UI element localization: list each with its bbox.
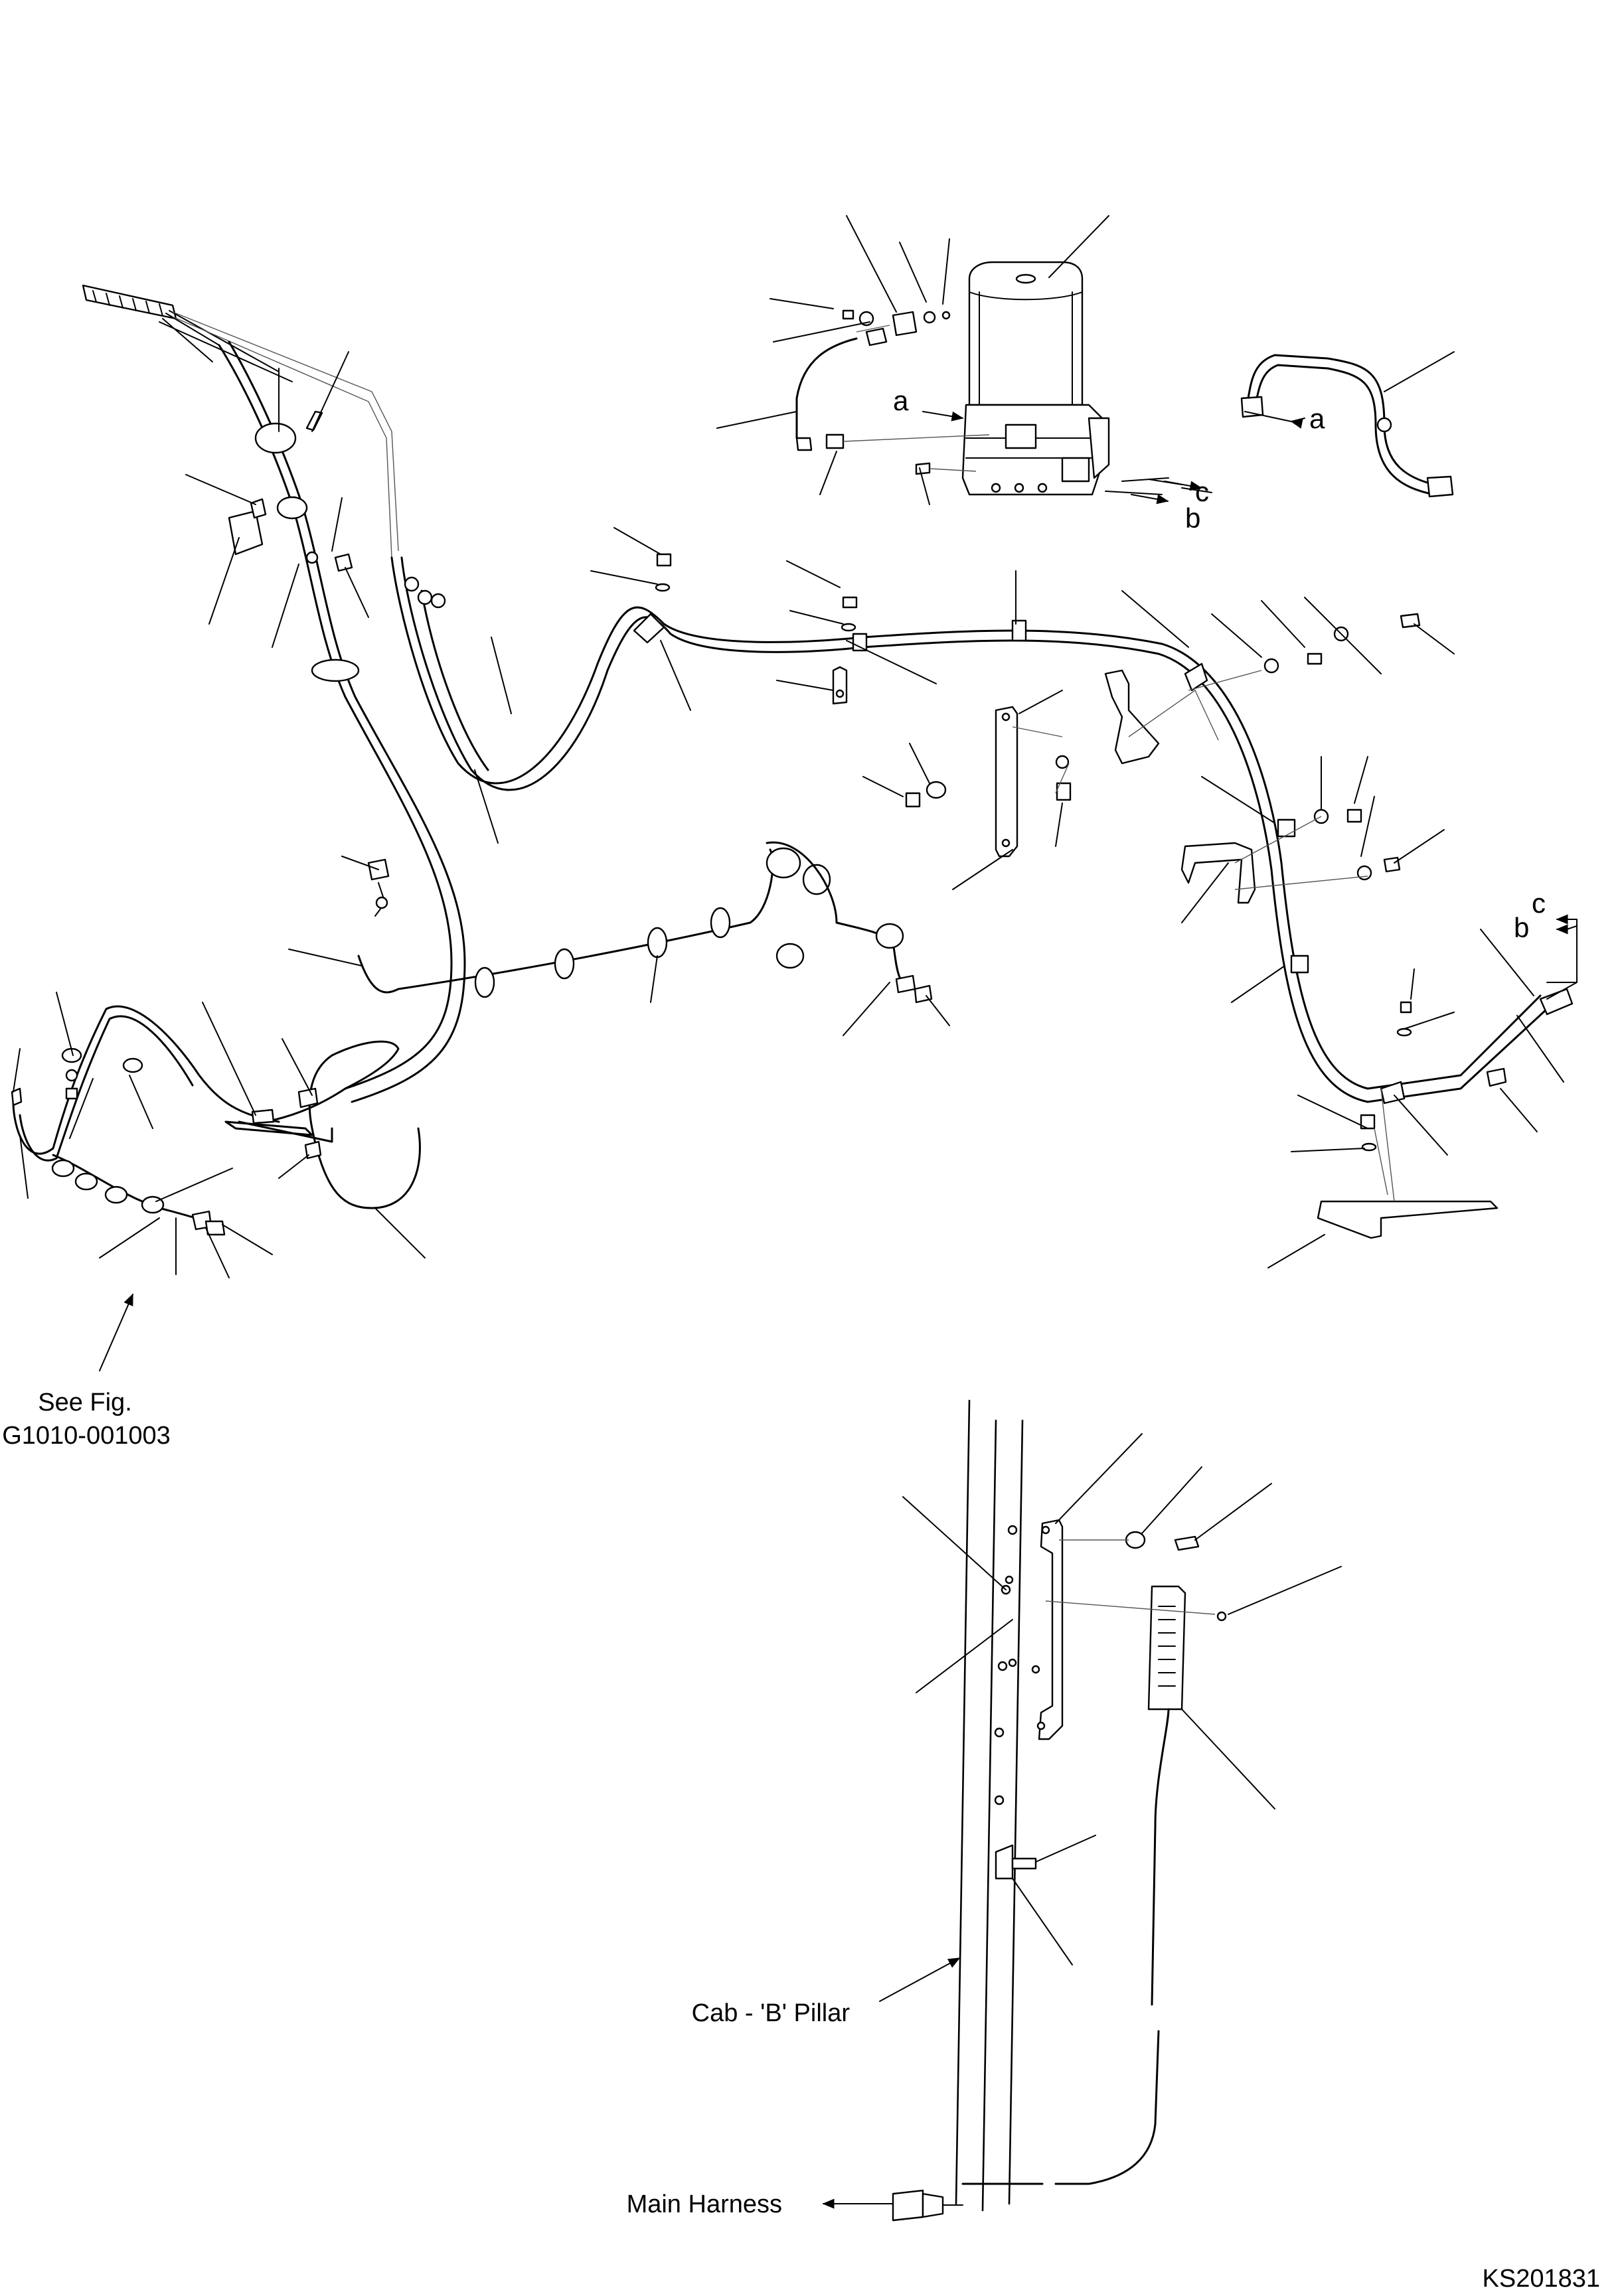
callout-letters: a a c b c b xyxy=(893,385,1546,943)
letter-c-solenoid: c xyxy=(1195,476,1209,507)
letter-b-solenoid: b xyxy=(1185,502,1200,534)
connector-bundle-top-left xyxy=(82,284,399,558)
cab-b-pillar-label: Cab - 'B' Pillar xyxy=(692,1999,851,2027)
letter-c-right: c xyxy=(1532,887,1546,919)
arrows xyxy=(99,411,1578,2209)
left-harness xyxy=(218,341,466,1103)
letter-a-solenoid: a xyxy=(893,385,909,416)
leader-lines xyxy=(13,215,1564,1965)
main-harness-label: Main Harness xyxy=(627,2190,782,2218)
middle-harness xyxy=(390,556,1574,1105)
drawing-number: KS201831 xyxy=(1483,2265,1601,2293)
see-fig-label: See Fig. xyxy=(38,1389,132,1416)
annotations: See Fig. G1010-001003 Cab - 'B' Pillar M… xyxy=(2,1389,1600,2293)
letter-b-right: b xyxy=(1514,912,1529,943)
see-fig-number: G1010-001003 xyxy=(2,1422,171,1450)
cab-b-pillar xyxy=(892,1399,1227,2222)
top-right-cable xyxy=(1240,354,1454,498)
letter-a-cable: a xyxy=(1309,403,1325,434)
solenoid-assembly xyxy=(795,261,1110,496)
bottom-left-harness xyxy=(11,1005,421,1236)
brackets xyxy=(655,553,1499,1239)
